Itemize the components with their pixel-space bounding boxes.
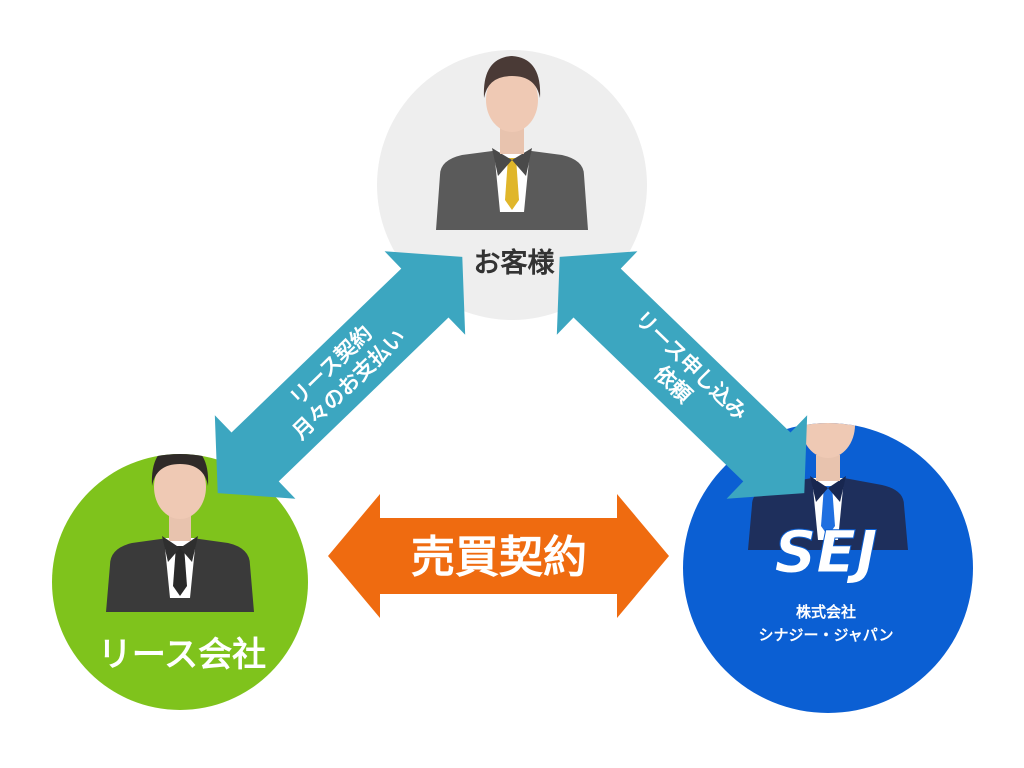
- customer-person-icon: [436, 56, 588, 230]
- lease-company-label: リース会社: [98, 635, 266, 675]
- bottom-arrow-label: 売買契約: [411, 532, 587, 583]
- sej-name-line1: 株式会社: [796, 603, 856, 621]
- left-arrow: リース契約 月々のお支払い: [214, 251, 466, 499]
- customer-node: お客様: [377, 50, 647, 320]
- sej-name-line2: シナジー・ジャパン: [758, 626, 893, 644]
- sej-logo: SEJ: [775, 518, 878, 586]
- bottom-arrow: 売買契約: [328, 494, 669, 618]
- customer-label: お客様: [474, 247, 556, 279]
- left-arrow-shape: [214, 251, 466, 499]
- lease-company-node: リース会社: [52, 454, 308, 710]
- bottom-arrow-shape: [328, 494, 669, 618]
- right-arrow-shape: [556, 251, 808, 499]
- sej-person-icon: [748, 423, 908, 550]
- right-arrow: リース申し込み 依頼: [556, 251, 808, 499]
